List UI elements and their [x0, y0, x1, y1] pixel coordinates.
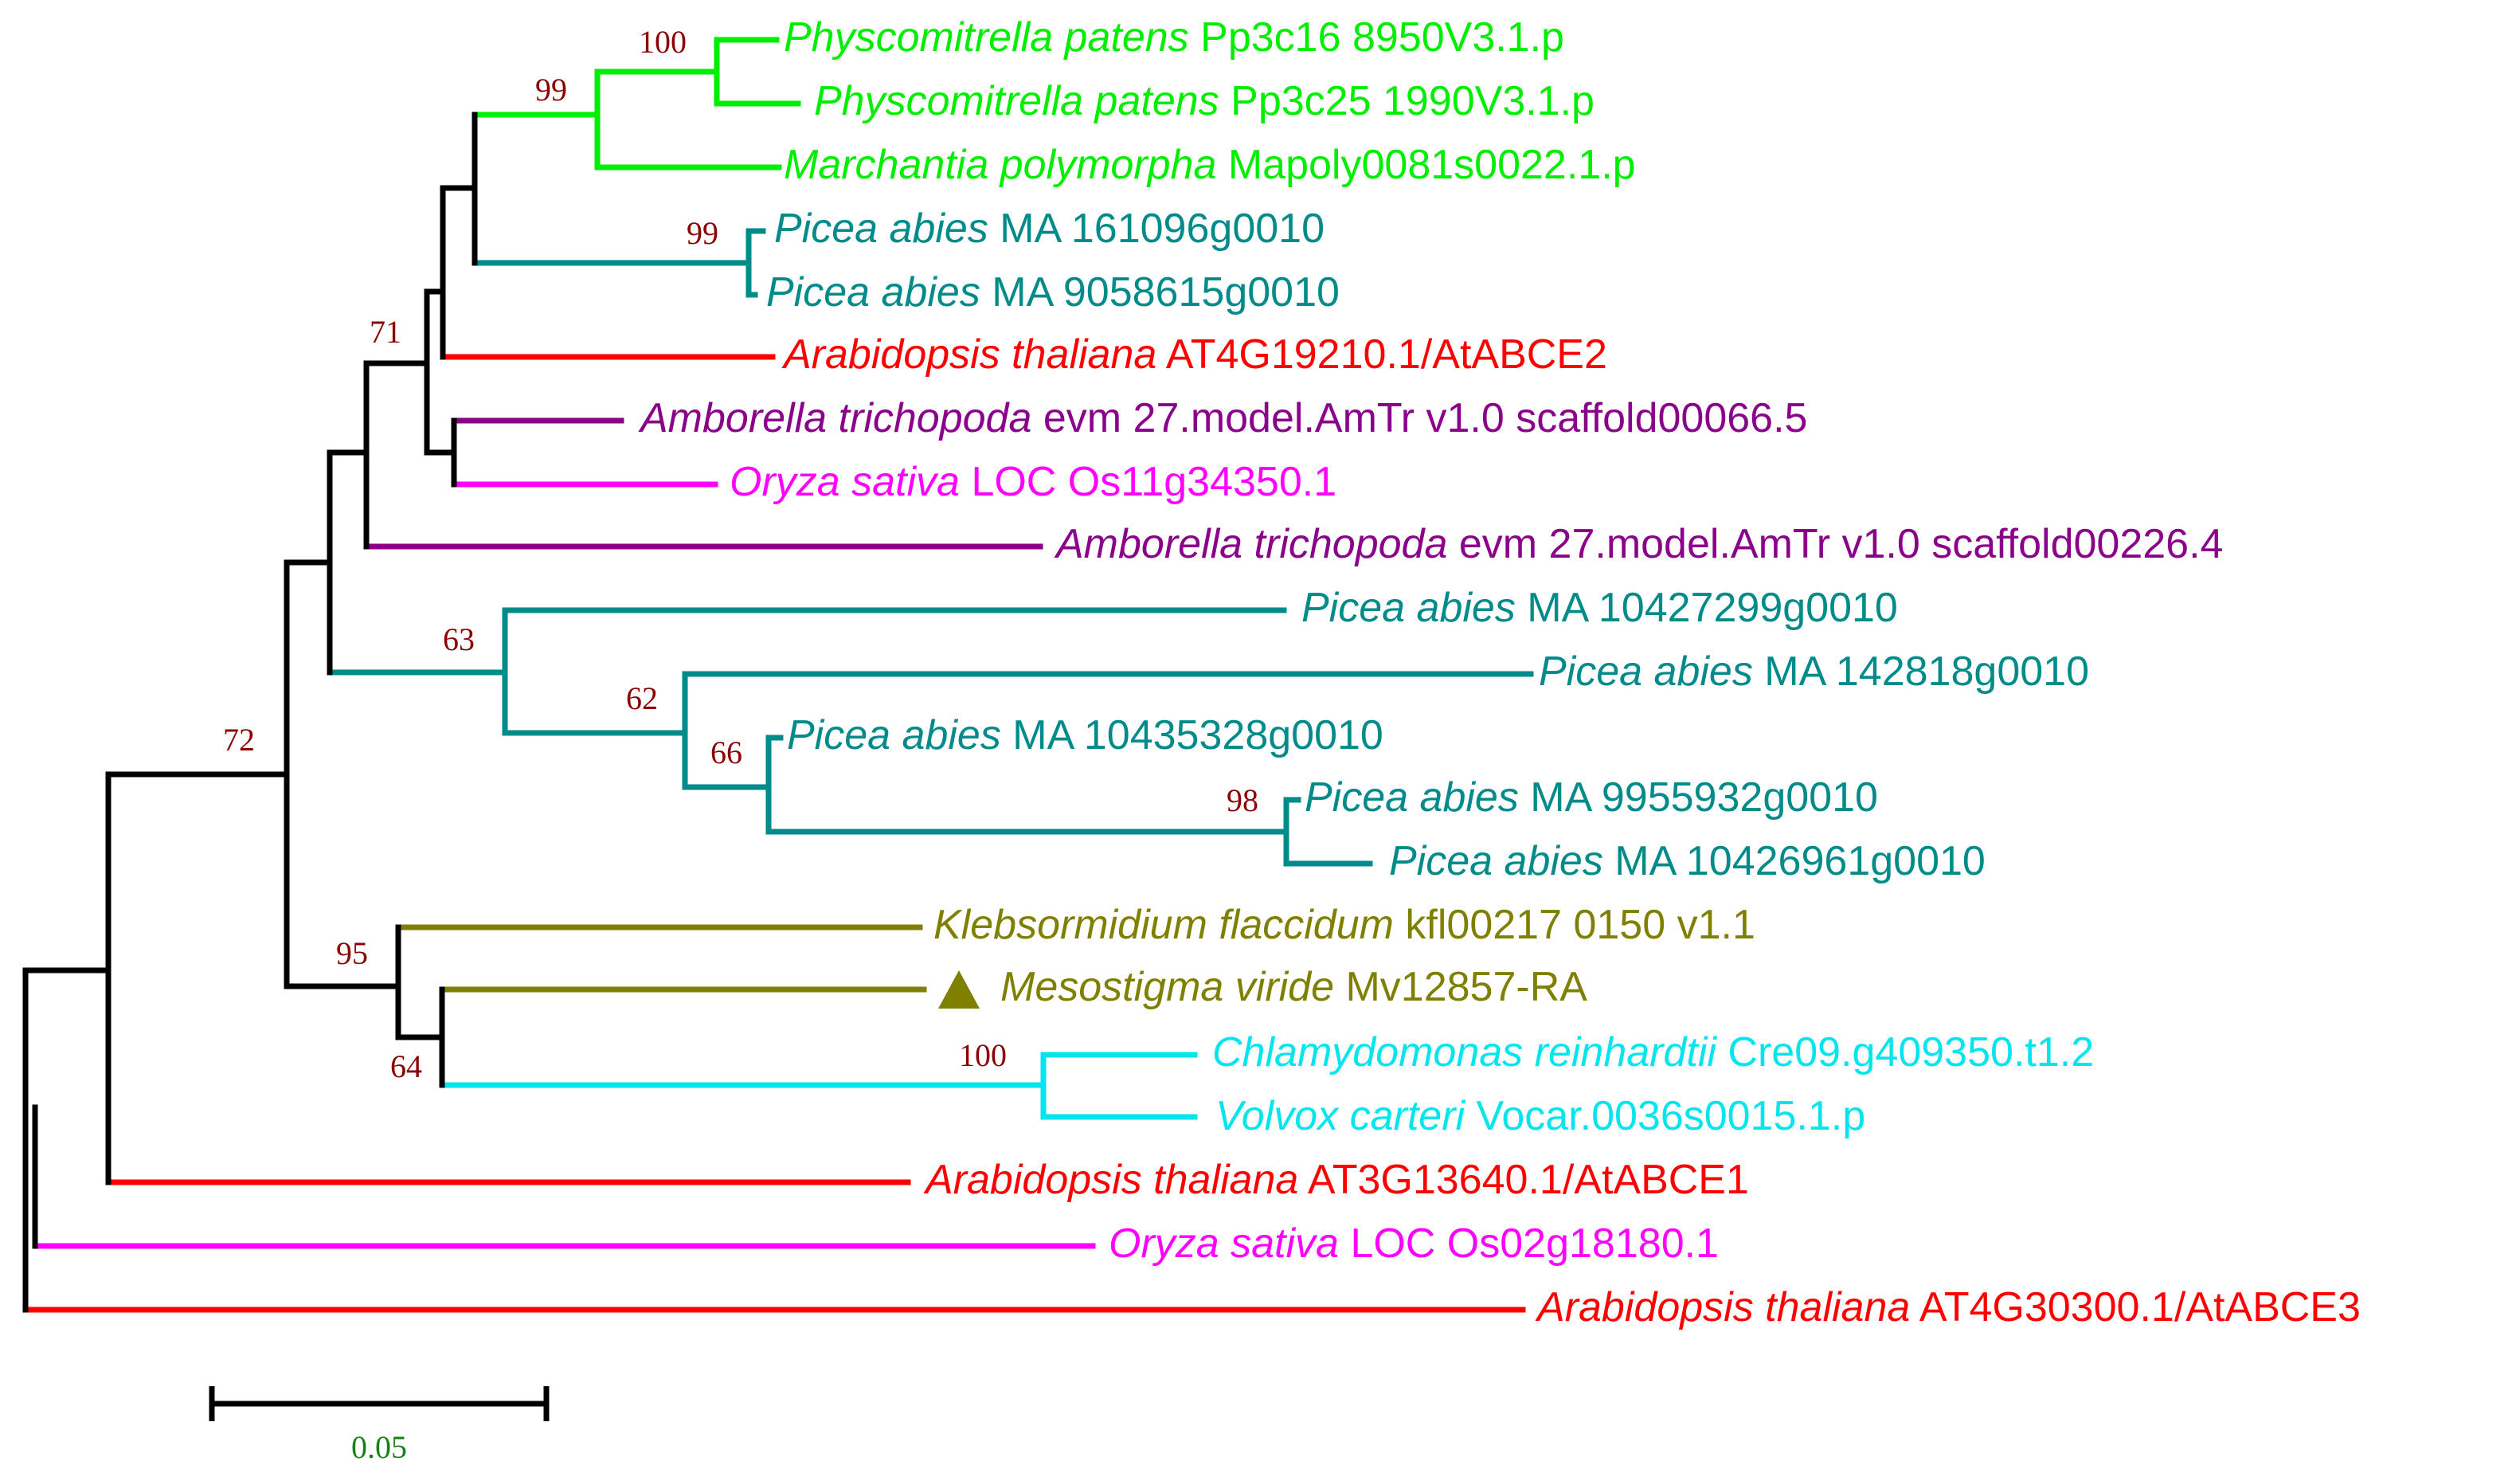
leaf-species: Mesostigma viride [1000, 964, 1334, 1010]
branch-moss-clade [472, 37, 801, 170]
leaf-label: Klebsormidium flaccidum kfl00217 0150 v1… [933, 902, 1755, 948]
support-value: 62 [626, 680, 658, 716]
leaf-id: Vocar.0036s0015.1.p [1477, 1093, 1866, 1139]
leaf-species: Picea abies [1305, 774, 1519, 821]
leaf-species: Oryza sativa [730, 459, 960, 505]
leaf-id: kfl00217 0150 v1.1 [1405, 902, 1755, 948]
leaf-id: MA 10427299g0010 [1527, 585, 1898, 631]
branch-backbone [22, 112, 478, 1313]
branch-charophyte [395, 924, 927, 993]
leaf-species: Arabidopsis thaliana [923, 1157, 1298, 1203]
leaf-id: Mapoly0081s0022.1.p [1228, 142, 1636, 188]
leaf-species: Physcomitrella patens [784, 14, 1189, 61]
leaf-species: Oryza sativa [1109, 1220, 1339, 1267]
leaf-label: Oryza sativa LOC Os02g18180.1 [1109, 1220, 1719, 1267]
leaf-label: Volvox carteri Vocar.0036s0015.1.p [1215, 1093, 1865, 1139]
support-value: 72 [223, 722, 255, 758]
support-value: 63 [443, 621, 475, 657]
leaf-species: Picea abies [1301, 585, 1516, 631]
leaf-species: Marchantia polymorpha [784, 142, 1216, 188]
leaf-id: Pp3c25 1990V3.1.p [1231, 78, 1595, 124]
leaf-species: Arabidopsis thaliana [781, 331, 1156, 378]
leaf-species: Picea abies [1389, 838, 1603, 884]
leaf-id: MA 9058615g0010 [992, 269, 1340, 315]
scale-bar-label: 0.05 [351, 1429, 407, 1465]
leaf-labels: Physcomitrella patens Pp3c16 8950V3.1.p … [638, 14, 2361, 1330]
support-value: 95 [336, 935, 368, 971]
leaf-id: Cre09.g409350.t1.2 [1728, 1029, 2094, 1075]
scale-bar-line [209, 1386, 550, 1421]
leaf-label: Picea abies MA 10435328g0010 [787, 712, 1383, 758]
support-value: 99 [535, 72, 567, 108]
leaf-label: Physcomitrella patens Pp3c25 1990V3.1.p [814, 78, 1595, 124]
leaf-label: Picea abies MA 10426961g0010 [1389, 838, 1986, 884]
leaf-species: Picea abies [774, 206, 988, 252]
leaf-label: Physcomitrella patens Pp3c16 8950V3.1.p [784, 14, 1564, 61]
support-value: 100 [639, 24, 687, 60]
leaf-species: Klebsormidium flaccidum [933, 902, 1394, 948]
leaf-id: AT3G13640.1/AtABCE1 [1308, 1157, 1749, 1203]
leaf-label: Mesostigma viride Mv12857-RA [1000, 964, 1587, 1010]
tree-branches [22, 37, 1534, 1313]
leaf-species: Picea abies [1539, 648, 1753, 695]
leaf-label: Picea abies MA 142818g0010 [1539, 648, 2089, 695]
leaf-species: Amborella trichopoda [638, 395, 1031, 441]
leaf-label: Picea abies MA 161096g0010 [774, 206, 1325, 252]
leaf-id: Pp3c16 8950V3.1.p [1200, 14, 1564, 61]
leaf-species: Volvox carteri [1215, 1093, 1466, 1139]
leaf-label: Amborella trichopoda evm 27.model.AmTr v… [1054, 521, 2223, 567]
leaf-species: Arabidopsis thaliana [1535, 1284, 1910, 1330]
support-value: 99 [687, 215, 718, 251]
leaf-species: Chlamydomonas reinhardtii [1212, 1029, 1717, 1075]
support-value: 64 [390, 1048, 422, 1084]
leaf-label: Chlamydomonas reinhardtii Cre09.g409350.… [1212, 1029, 2094, 1075]
support-value: 100 [959, 1037, 1007, 1073]
leaf-id: MA 10435328g0010 [1012, 712, 1383, 758]
leaf-id: evm 27.model.AmTr v1.0 scaffold00226.4 [1459, 521, 2224, 567]
leaf-label: Arabidopsis thaliana AT3G13640.1/AtABCE1 [923, 1157, 1749, 1203]
leaf-id: AT4G30300.1/AtABCE3 [1919, 1284, 2361, 1330]
leaf-label: Arabidopsis thaliana AT4G19210.1/AtABCE2 [781, 331, 1607, 378]
branch-picea-pair [472, 228, 766, 298]
leaf-id: LOC Os11g34350.1 [971, 459, 1336, 505]
leaf-id: MA 10426961g0010 [1614, 838, 1986, 884]
leaf-species: Physcomitrella patens [814, 78, 1219, 124]
triangle-marker-icon [938, 970, 980, 1009]
leaf-label: Amborella trichopoda evm 27.model.AmTr v… [638, 395, 1807, 441]
leaf-id: AT4G19210.1/AtABCE2 [1166, 331, 1607, 378]
support-value: 98 [1227, 782, 1258, 818]
leaf-id: MA 9955932g0010 [1530, 774, 1878, 821]
branch-chlorophyte [439, 1052, 1198, 1120]
leaf-species: Picea abies [766, 269, 980, 315]
support-value: 66 [710, 735, 742, 770]
support-values: 100 99 99 71 63 62 66 98 72 95 100 64 [223, 24, 1258, 1084]
support-value: 71 [370, 314, 401, 350]
leaf-label: Oryza sativa LOC Os11g34350.1 [730, 459, 1336, 505]
leaf-id: MA 142818g0010 [1764, 648, 2089, 695]
leaf-id: LOC Os02g18180.1 [1350, 1220, 1719, 1267]
leaf-label: Picea abies MA 9955932g0010 [1305, 774, 1878, 821]
leaf-label: Picea abies MA 10427299g0010 [1301, 585, 1898, 631]
leaf-id: evm 27.model.AmTr v1.0 scaffold00066.5 [1043, 395, 1808, 441]
leaf-species: Amborella trichopoda [1054, 521, 1447, 567]
branch-picea-clade [327, 607, 1534, 867]
leaf-id: Mv12857-RA [1345, 964, 1587, 1010]
leaf-id: MA 161096g0010 [1000, 206, 1325, 252]
leaf-label: Picea abies MA 9058615g0010 [766, 269, 1340, 315]
leaf-label: Marchantia polymorpha Mapoly0081s0022.1.… [784, 142, 1636, 188]
scale-bar: 0.05 [209, 1386, 550, 1465]
leaf-label: Arabidopsis thaliana AT4G30300.1/AtABCE3 [1535, 1284, 2361, 1330]
leaf-species: Picea abies [787, 712, 1001, 758]
